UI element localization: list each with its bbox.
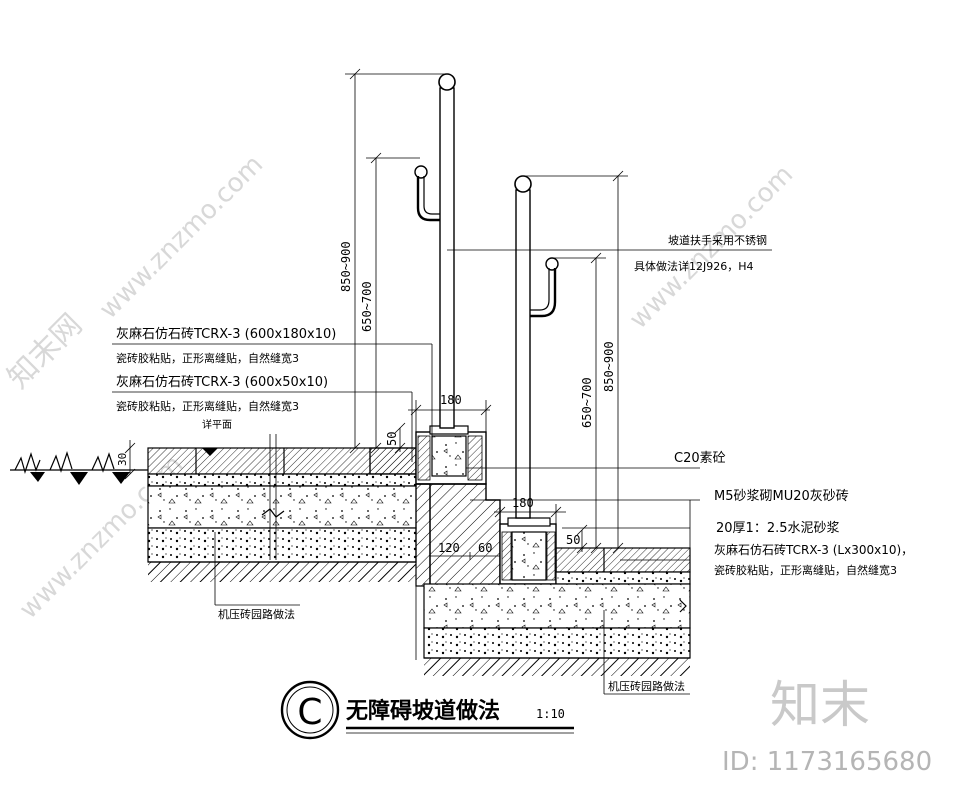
- dim-120: 120: [438, 541, 460, 555]
- tile3-label-line-1: 灰麻石仿石砖TCRX-3 (Lx300x10)，: [714, 542, 913, 557]
- paving-left-label: 机压砖园路做法: [218, 607, 295, 621]
- mortar-label: 20厚1：2.5水泥砂浆: [716, 521, 840, 536]
- dim-60: 60: [478, 541, 492, 555]
- c20-label: C20素砼: [674, 451, 726, 466]
- detail-plan-label: 详平面: [202, 418, 232, 431]
- dim-h2-outer: 850~900: [602, 341, 616, 392]
- dimensions: [124, 68, 628, 560]
- dim-180-upper: 180: [440, 393, 462, 407]
- handrail-note-line-1: 坡道扶手采用不锈钢: [668, 233, 767, 247]
- labels: 坡道扶手采用不锈钢 具体做法详12J926，H4 灰麻石仿石砖TCRX-3 (6…: [116, 233, 913, 693]
- leaders: [112, 249, 772, 695]
- title-block: C 无障碍坡道做法 1:10: [280, 680, 574, 740]
- dim-180-lower: 180: [512, 496, 534, 510]
- brand-logo-text: 知末: [770, 676, 870, 734]
- tile2-label-line-2: 瓷砖胶粘贴，正形离缝贴，自然缝宽3: [116, 399, 299, 413]
- dim-h1-outer: 850~900: [339, 241, 353, 292]
- watermark-site-cn: 知末网: [1, 307, 89, 395]
- dim-50-lower: 50: [566, 533, 580, 547]
- watermark-site-2: www.znzmo.com: [624, 160, 799, 335]
- dim-50-upper: 50: [385, 432, 399, 446]
- title-scale: 1:10: [536, 707, 565, 721]
- brand-watermark: 知末 ID: 1173165680: [722, 676, 932, 777]
- m5-label: M5砂浆砌MU20灰砂砖: [714, 489, 849, 504]
- handrail-upper: [414, 73, 456, 429]
- handrail-note-line-2: 具体做法详12J926，H4: [634, 259, 754, 273]
- tile1-label-line-2: 瓷砖胶粘贴，正形离缝贴，自然缝宽3: [116, 351, 299, 365]
- watermark-site: www.znzmo.com: [94, 150, 269, 325]
- dim-30: 30: [116, 453, 129, 466]
- grass-edge: [10, 451, 148, 485]
- paving-right-label: 机压砖园路做法: [608, 679, 685, 693]
- dimension-text: 850~900 650~700 850~900 650~700 180 180 …: [116, 241, 616, 555]
- image-id-label: ID: 1173165680: [722, 747, 932, 777]
- dim-h1-inner: 650~700: [360, 281, 374, 332]
- title-text: 无障碍坡道做法: [346, 698, 500, 724]
- handrail-lower: [514, 175, 559, 519]
- tile2-label-line-1: 灰麻石仿石砖TCRX-3 (600x50x10): [116, 375, 328, 390]
- tile1-label-line-1: 灰麻石仿石砖TCRX-3 (600x180x10): [116, 327, 336, 342]
- dim-h2-inner: 650~700: [580, 377, 594, 428]
- upper-curb: [369, 425, 487, 485]
- title-symbol: C: [297, 692, 322, 733]
- tile3-label-line-2: 瓷砖胶粘贴，正形离缝贴，自然缝宽3: [714, 563, 897, 577]
- step-wall: [415, 483, 501, 587]
